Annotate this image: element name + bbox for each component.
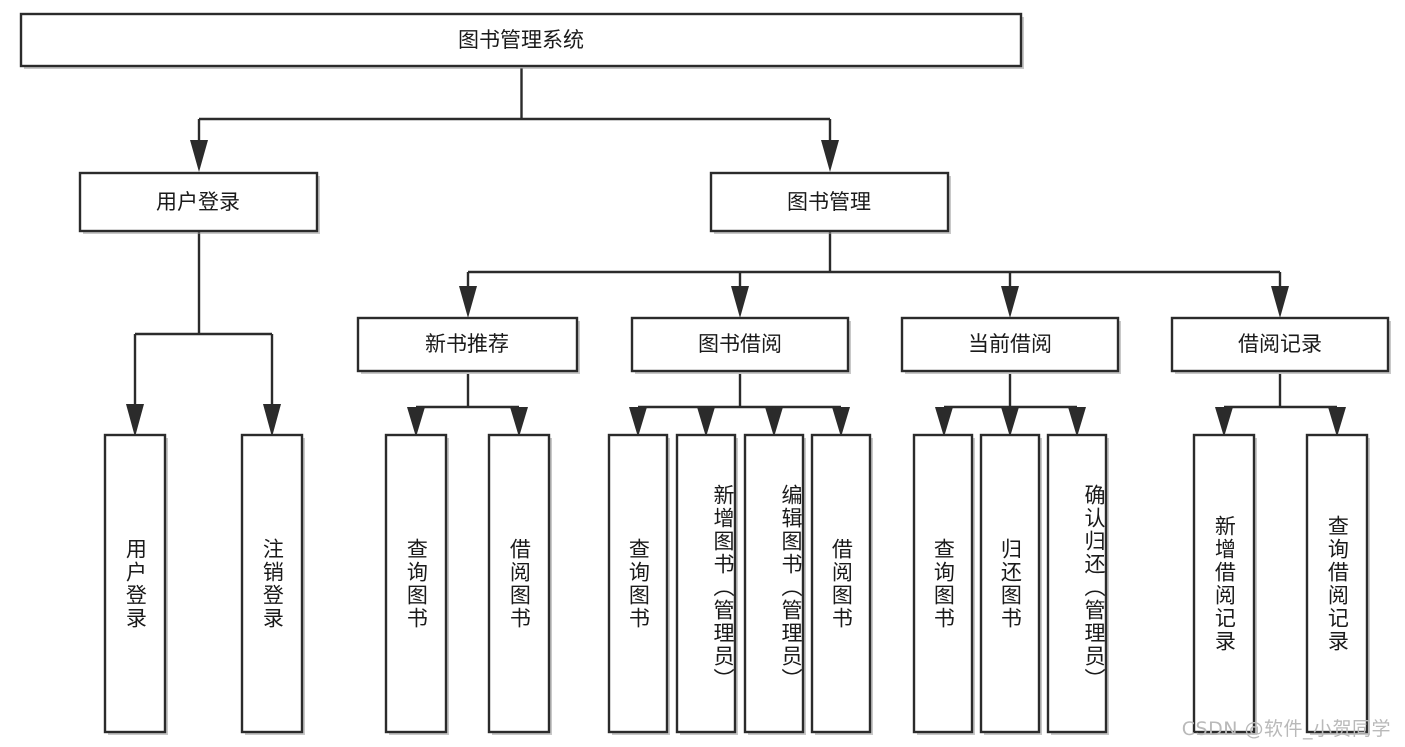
leaf-rect-borrow-add[interactable] — [675, 433, 737, 734]
node-current-borrow-rect[interactable] — [900, 316, 1120, 373]
node-new-book-label: 新书推荐 — [425, 332, 509, 356]
leaf-rect-user-login[interactable] — [103, 433, 167, 734]
node-book-borrow[interactable]: 图书借阅 — [630, 316, 851, 374]
node-borrow-record-rect[interactable] — [1170, 316, 1390, 373]
node-new-book-recommend[interactable]: 新书推荐 — [356, 316, 580, 374]
arrow-borrow-leaf-3 — [765, 407, 783, 437]
node-user-login[interactable]: 用户登录 — [78, 171, 320, 234]
leaf-rect-borrow-lend[interactable] — [810, 433, 872, 734]
leaf-rect-current-query[interactable] — [912, 433, 974, 734]
arrow-borrow-leaf-4 — [832, 407, 850, 437]
arrow-books-child-3 — [1001, 286, 1019, 318]
arrow-record-leaf-1 — [1215, 407, 1233, 437]
connector-group-borrow-record — [1215, 374, 1346, 437]
node-root-rect[interactable] — [19, 12, 1023, 68]
leaf-boxes — [103, 433, 1370, 735]
leaf-rect-record-query[interactable] — [1305, 433, 1369, 734]
leaf-rect-record-add[interactable] — [1192, 433, 1256, 734]
arrow-root-to-user — [190, 140, 208, 172]
arrow-books-child-2 — [731, 286, 749, 318]
node-current-borrow[interactable]: 当前借阅 — [900, 316, 1121, 374]
arrow-current-leaf-2 — [1001, 407, 1019, 437]
node-borrow-record[interactable]: 借阅记录 — [1170, 316, 1391, 374]
arrow-books-child-1 — [459, 286, 477, 318]
connector-group-root — [190, 68, 839, 172]
leaf-rect-newbook-borrow[interactable] — [487, 433, 551, 734]
arrow-user-leaf-1 — [126, 404, 144, 437]
node-book-manage[interactable]: 图书管理 — [709, 171, 951, 234]
node-borrow-record-label: 借阅记录 — [1238, 332, 1322, 356]
arrow-borrow-leaf-2 — [697, 407, 715, 437]
node-book-manage-label: 图书管理 — [787, 190, 871, 214]
leaf-rect-current-return[interactable] — [979, 433, 1041, 734]
node-user-login-label: 用户登录 — [156, 190, 240, 214]
leaf-rect-borrow-query[interactable] — [607, 433, 669, 734]
leaf-rect-borrow-edit[interactable] — [743, 433, 805, 734]
connector-group-book-borrow — [629, 374, 850, 437]
arrow-newbook-leaf-2 — [510, 407, 528, 437]
arrow-current-leaf-1 — [935, 407, 953, 437]
connector-group-book-manage — [459, 232, 1289, 318]
arrow-record-leaf-2 — [1328, 407, 1346, 437]
node-book-borrow-rect[interactable] — [630, 316, 850, 373]
node-user-login-rect[interactable] — [78, 171, 319, 233]
arrow-current-leaf-3 — [1068, 407, 1086, 437]
node-root[interactable]: 图书管理系统 — [19, 12, 1024, 69]
arrow-user-leaf-2 — [263, 404, 281, 437]
arrow-root-to-books — [821, 140, 839, 172]
arrow-newbook-leaf-1 — [407, 407, 425, 437]
arrow-books-child-4 — [1271, 286, 1289, 318]
node-book-manage-rect[interactable] — [709, 171, 950, 233]
csdn-watermark: CSDN @软件_小贺同学 — [1181, 718, 1391, 740]
connector-group-current-borrow — [935, 374, 1086, 437]
connector-group-new-book — [407, 374, 528, 437]
leaf-rect-user-logout[interactable] — [240, 433, 304, 734]
node-current-borrow-label: 当前借阅 — [968, 332, 1052, 356]
node-book-borrow-label: 图书借阅 — [698, 332, 782, 356]
leaf-rect-newbook-query[interactable] — [384, 433, 448, 734]
arrow-borrow-leaf-1 — [629, 407, 647, 437]
leaf-rect-current-confirm[interactable] — [1046, 433, 1108, 734]
node-root-label: 图书管理系统 — [458, 28, 584, 52]
node-new-book-rect[interactable] — [356, 316, 579, 373]
connector-group-user-login — [126, 232, 281, 437]
